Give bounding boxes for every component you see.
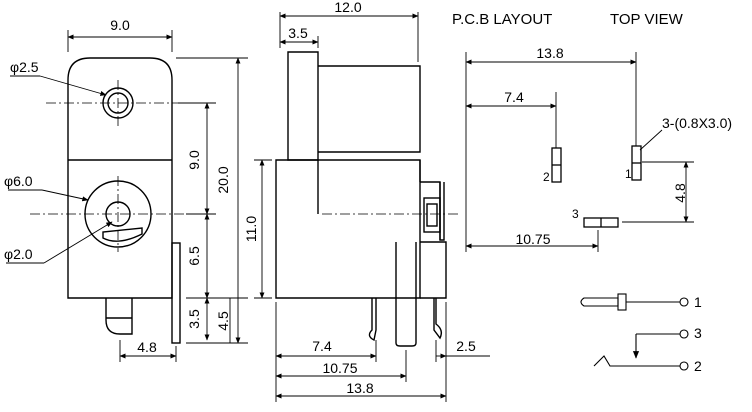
pcb-slots bbox=[551, 145, 642, 228]
schematic-label-1: 1 bbox=[694, 294, 702, 310]
dim-pcb-d1: 7.4 bbox=[504, 89, 524, 105]
front-hole-detail bbox=[102, 227, 143, 242]
dim-front-height-low1: 3.5 bbox=[186, 309, 202, 329]
pcb-pin-2-label: 2 bbox=[543, 170, 550, 184]
dim-side-width: 12.0 bbox=[334, 0, 361, 15]
side-view bbox=[275, 51, 447, 347]
schematic-terminal-2 bbox=[679, 361, 689, 371]
dim-hole-small: φ2.5 bbox=[10, 59, 39, 75]
dim-side-d2: 10.75 bbox=[322, 360, 357, 376]
dim-side-d3: 13.8 bbox=[346, 380, 373, 396]
dim-side-d1: 7.4 bbox=[312, 338, 332, 354]
schematic-plug bbox=[580, 297, 619, 307]
schematic-label-2: 2 bbox=[694, 358, 702, 374]
dim-side-lip: 3.5 bbox=[288, 25, 308, 41]
side-hook-right bbox=[433, 298, 443, 340]
dim-pin-offset: 4.8 bbox=[137, 339, 157, 355]
side-hook-left bbox=[368, 298, 377, 342]
front-body-outline bbox=[67, 57, 173, 299]
dim-pin-center: φ2.0 bbox=[4, 246, 33, 262]
schematic bbox=[580, 293, 689, 371]
dim-side-d4: 2.5 bbox=[456, 338, 476, 354]
dim-pcb-total: 13.8 bbox=[536, 45, 563, 61]
side-flange bbox=[287, 51, 319, 161]
dim-pcb-d3: 4.8 bbox=[672, 183, 688, 203]
pcb-layout-title: P.C.B LAYOUT bbox=[452, 11, 552, 28]
dim-front-height-low2: 4.5 bbox=[215, 311, 231, 331]
pcb-pin-3-label: 3 bbox=[572, 207, 579, 221]
dim-front-height-total: 20.0 bbox=[215, 166, 231, 193]
dim-side-height: 11.0 bbox=[243, 216, 259, 242]
side-body bbox=[275, 159, 421, 299]
top-view-title: TOP VIEW bbox=[610, 11, 684, 28]
dim-front-height-mid: 6.5 bbox=[186, 246, 202, 266]
front-bottom-pin bbox=[105, 298, 133, 335]
dim-front-width: 9.0 bbox=[110, 17, 130, 33]
dim-front-height-upper: 9.0 bbox=[186, 150, 202, 170]
schematic-terminal-3 bbox=[679, 329, 689, 339]
side-barrel bbox=[318, 65, 421, 153]
dim-pcb-d2: 10.75 bbox=[515, 231, 550, 247]
pcb-pin-1-label: 1 bbox=[625, 167, 632, 181]
dim-hole-large: φ6.0 bbox=[4, 173, 33, 189]
front-pin-right bbox=[171, 242, 181, 344]
side-lower-pin bbox=[395, 242, 417, 347]
schematic-label-3: 3 bbox=[694, 325, 702, 341]
schematic-spring bbox=[593, 355, 680, 367]
front-view bbox=[67, 57, 181, 344]
pcb-layout bbox=[465, 52, 694, 252]
schematic-terminal-1 bbox=[679, 297, 689, 307]
pcb-slot-note: 3-(0.8X3.0) bbox=[662, 115, 732, 131]
